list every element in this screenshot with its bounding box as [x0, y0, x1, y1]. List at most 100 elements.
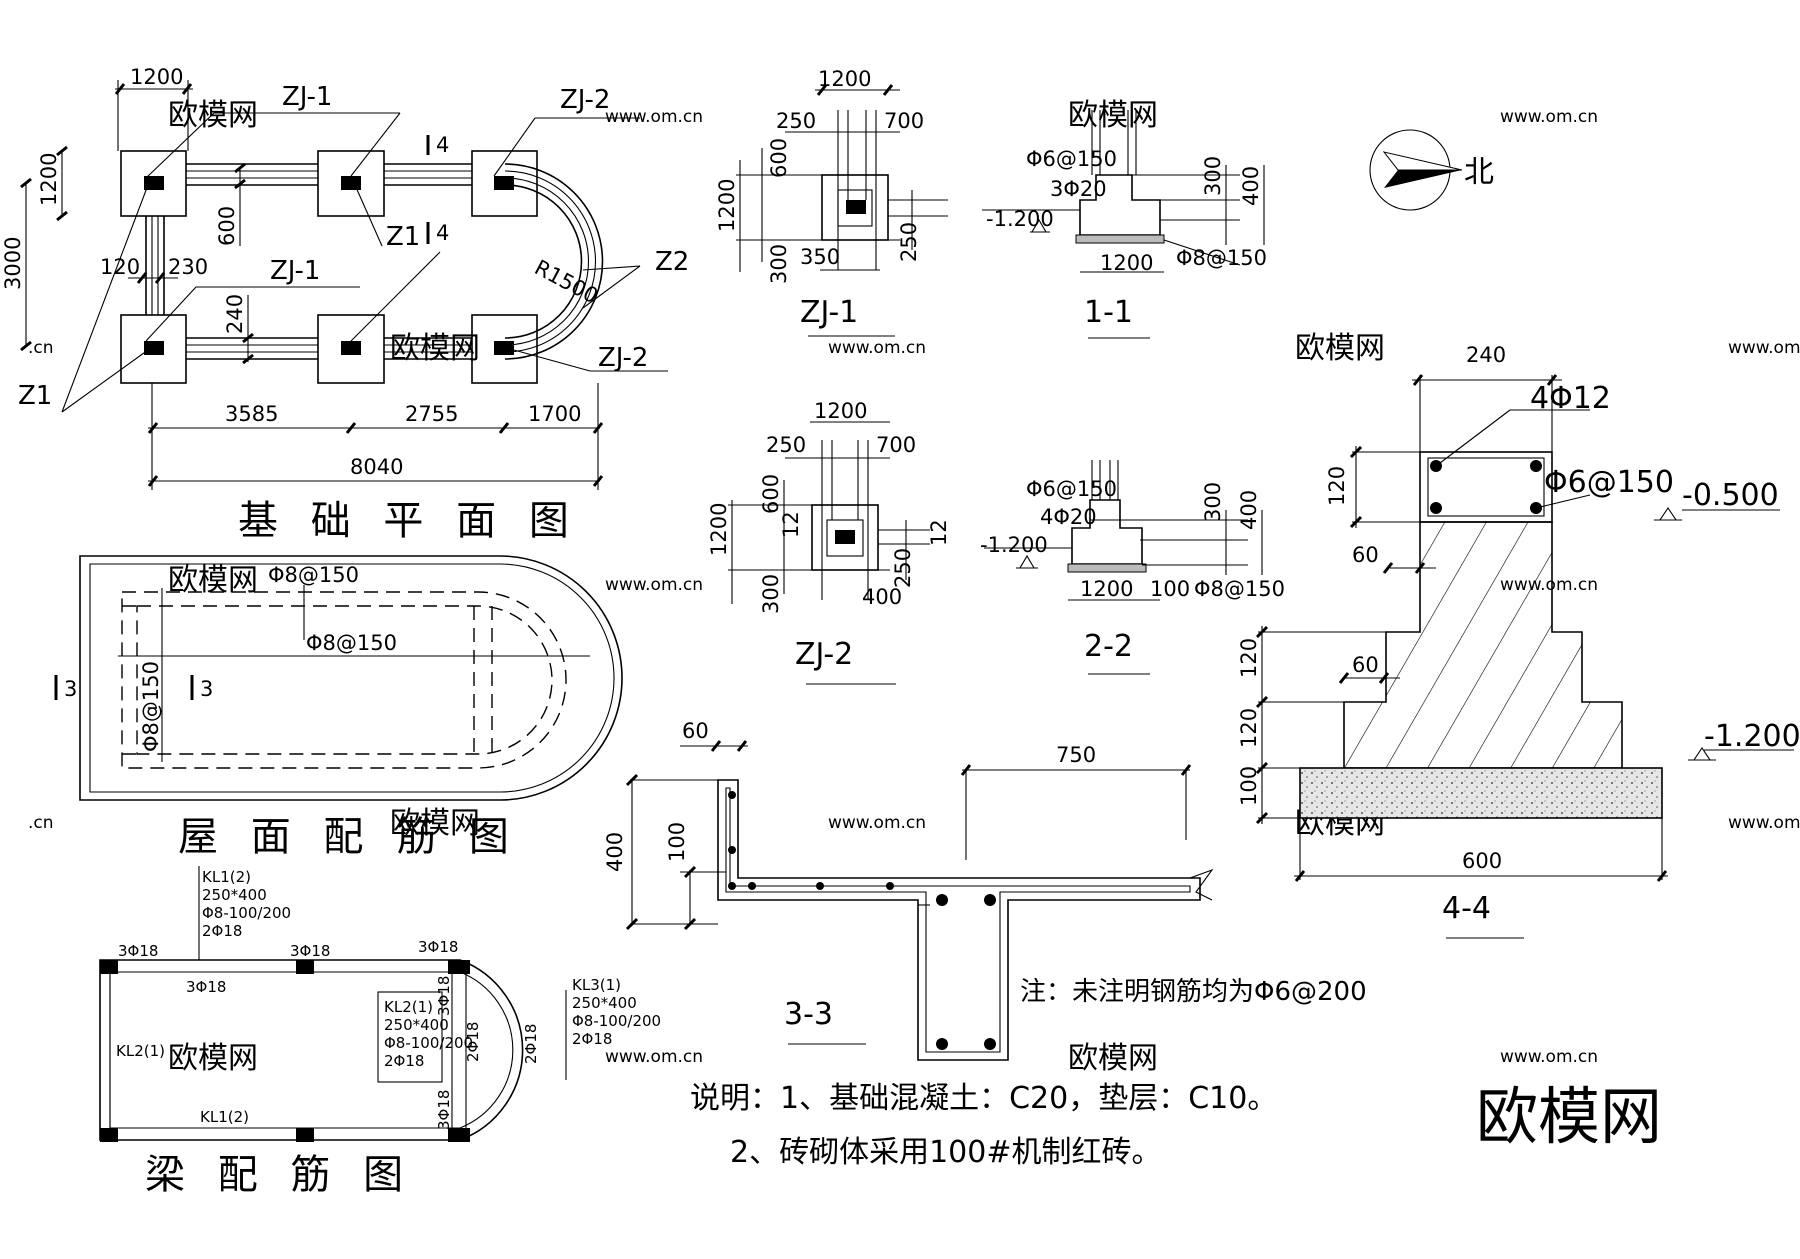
- plan-label-z1-mid: Z1: [386, 222, 420, 252]
- foundation-plan: 1200 1200 3000 600 120 230 240 3585 2755…: [1, 65, 689, 544]
- section-3-3-dim-60: 60: [682, 719, 709, 743]
- beam-kl3-name: KL3(1): [572, 976, 621, 994]
- zj2-dim-1200-vertical: 1200: [707, 503, 731, 556]
- beam-top-bars-c: 3Φ18: [418, 938, 458, 956]
- watermark-brand: 欧模网: [168, 563, 258, 598]
- note-line-1: 说明：1、基础混凝土：C20，垫层：C10。: [690, 1081, 1277, 1116]
- watermark-url: www.om.cn: [1728, 338, 1800, 358]
- watermark-brand: 欧模网: [1068, 1041, 1158, 1076]
- zj2-dim-600: 600: [759, 474, 783, 514]
- roof-rebar-mid: Φ8@150: [306, 631, 397, 655]
- section-2-2-dim-400: 400: [1237, 490, 1261, 530]
- beam-kl1-bottom-label: KL1(2): [200, 1108, 249, 1126]
- watermark-url: www.om.cn: [605, 1047, 703, 1067]
- plan-dim-1200-top: 1200: [130, 65, 183, 89]
- plan-dim-8040: 8040: [350, 455, 403, 479]
- section-4-4-title: 4-4: [1442, 891, 1491, 926]
- plan-dim-1700: 1700: [528, 402, 581, 426]
- beam-kl2-size: 250*400: [384, 1016, 449, 1034]
- plan-leaders: [61, 112, 668, 413]
- plan-label-zj1-bottom: ZJ-1: [270, 256, 320, 286]
- roof-rebar-left: Φ8@150: [139, 661, 163, 752]
- section-4-4-level-bottom: -1.200: [1704, 719, 1800, 754]
- zj2-dim-250: 250: [766, 433, 806, 457]
- plan-dimensions: [20, 80, 604, 490]
- roof-rebar-top: Φ8@150: [268, 563, 359, 587]
- section-1-1: Φ6@150 3Φ20 -1.200 300 400 1200 Φ8@150 1…: [982, 110, 1267, 339]
- section-4-4-dim-120-a: 120: [1237, 638, 1261, 678]
- watermark-brand: 欧模网: [1295, 331, 1385, 366]
- beam-kl3-stirrup: Φ8-100/200: [572, 1012, 661, 1030]
- watermark-url: www.om.cn: [1500, 1047, 1598, 1067]
- beam-kl2-left-label: KL2(1): [116, 1042, 165, 1060]
- plan-dim-2755: 2755: [405, 402, 458, 426]
- watermark-brand: 欧模网: [390, 806, 480, 841]
- section-3-3-title: 3-3: [784, 997, 833, 1032]
- section-4-4-dim-120-top: 120: [1325, 466, 1349, 506]
- beam-title: 梁 配 筋 图: [145, 1152, 413, 1198]
- section-4-4-dim-120-b: 120: [1237, 708, 1261, 748]
- roof-section-3-left: 3: [64, 677, 77, 701]
- plan-section-4-bottom: 4: [436, 221, 449, 245]
- zj2-dim-400: 400: [862, 585, 902, 609]
- section-2-2-stirrup: Φ6@150: [1026, 477, 1117, 501]
- section-4-4-dim-60-lower: 60: [1352, 653, 1379, 677]
- beam-kl3-size: 250*400: [572, 994, 637, 1012]
- watermark-url: .cn: [28, 338, 54, 358]
- beam-kl2-name: KL2(1): [384, 998, 433, 1016]
- brand-logo: 欧模网: [1476, 1080, 1662, 1153]
- section-4-4-level-top: -0.500: [1682, 478, 1779, 513]
- plan-dim-230: 230: [168, 255, 208, 279]
- plan-dim-120: 120: [100, 255, 140, 279]
- note-line-2: 2、砖砌体采用100#机制红砖。: [730, 1135, 1161, 1170]
- zj1-dim-600: 600: [767, 138, 791, 178]
- section-1-1-dim-400: 400: [1239, 166, 1263, 206]
- beam-kl2-bars: 2Φ18: [384, 1052, 424, 1070]
- zj2-detail: 1200 250 700 600 1200 300 400 250 12 12 …: [707, 399, 951, 685]
- zj1-dim-300: 300: [767, 244, 791, 284]
- section-2-2-dim-1200: 1200: [1080, 577, 1133, 601]
- section-2-2-bottom-rebar: Φ8@150: [1194, 577, 1285, 601]
- beam-vertical-bars-d: 3Φ18: [435, 1090, 453, 1130]
- section-4-4-dim-600: 600: [1462, 849, 1502, 873]
- plan-dim-3000: 3000: [1, 237, 25, 290]
- section-1-1-main-bars: 3Φ20: [1050, 177, 1107, 201]
- watermark-brand: 欧模网: [168, 1041, 258, 1076]
- notes: 注：未注明钢筋均为Φ6@200 说明：1、基础混凝土：C20，垫层：C10。 2…: [690, 977, 1367, 1170]
- plan-label-z1-left: Z1: [18, 381, 52, 411]
- zj2-title: ZJ-2: [795, 637, 853, 672]
- beam-vertical-bars-c: 2Φ18: [522, 1024, 540, 1064]
- section-4-4-dim-240: 240: [1466, 343, 1506, 367]
- zj1-dim-1200: 1200: [818, 67, 871, 91]
- rebar-remark: 注：未注明钢筋均为Φ6@200: [1020, 977, 1367, 1007]
- watermark-brand: 欧模网: [390, 331, 480, 366]
- watermark-brand: 欧模网: [1068, 98, 1158, 133]
- watermark-brand: 欧模网: [168, 98, 258, 133]
- watermark-url: www.om.cn: [1728, 813, 1800, 833]
- zj2-dim-250-vertical: 250: [891, 548, 915, 588]
- zj1-dim-350: 350: [800, 245, 840, 269]
- plan-label-zj1-top: ZJ-1: [282, 82, 332, 112]
- section-2-2: Φ6@150 4Φ20 -1.200 300 400 1200 100 Φ8@1…: [980, 460, 1285, 675]
- beam-kl1-name: KL1(2): [202, 868, 251, 886]
- section-1-1-title: 1-1: [1084, 295, 1133, 330]
- zj1-detail: 1200 250 700 600 1200 300 350 250 ZJ-1: [715, 67, 948, 337]
- beam-top-bars-b: 3Φ18: [290, 942, 330, 960]
- roof-title: 屋 面 配 筋 图: [178, 814, 519, 860]
- section-2-2-main-bars: 4Φ20: [1040, 505, 1097, 529]
- section-2-2-dim-300: 300: [1201, 482, 1225, 522]
- zj2-dim-300: 300: [759, 574, 783, 614]
- beam-kl1-top-callout: KL1(2) 250*400 Φ8-100/200 2Φ18: [202, 868, 291, 940]
- plan-section-4-top: 4: [436, 133, 449, 157]
- zj1-dim-1200-vertical: 1200: [715, 179, 739, 232]
- section-4-4-dim-100: 100: [1237, 766, 1261, 806]
- watermark-url: www.om.cn: [828, 813, 926, 833]
- beam-kl3-callout: KL3(1) 250*400 Φ8-100/200 2Φ18: [565, 976, 661, 1080]
- watermark-url: .cn: [28, 813, 54, 833]
- plan-dim-240: 240: [223, 294, 247, 334]
- section-4-4: 240 4Φ12 Φ6@150 -0.500 -1.200 120 60 60 …: [1237, 343, 1800, 939]
- north-arrow: 北: [1369, 129, 1494, 211]
- zj2-dim-12: 12: [927, 519, 951, 546]
- section-4-4-stirrup: Φ6@150: [1544, 465, 1674, 500]
